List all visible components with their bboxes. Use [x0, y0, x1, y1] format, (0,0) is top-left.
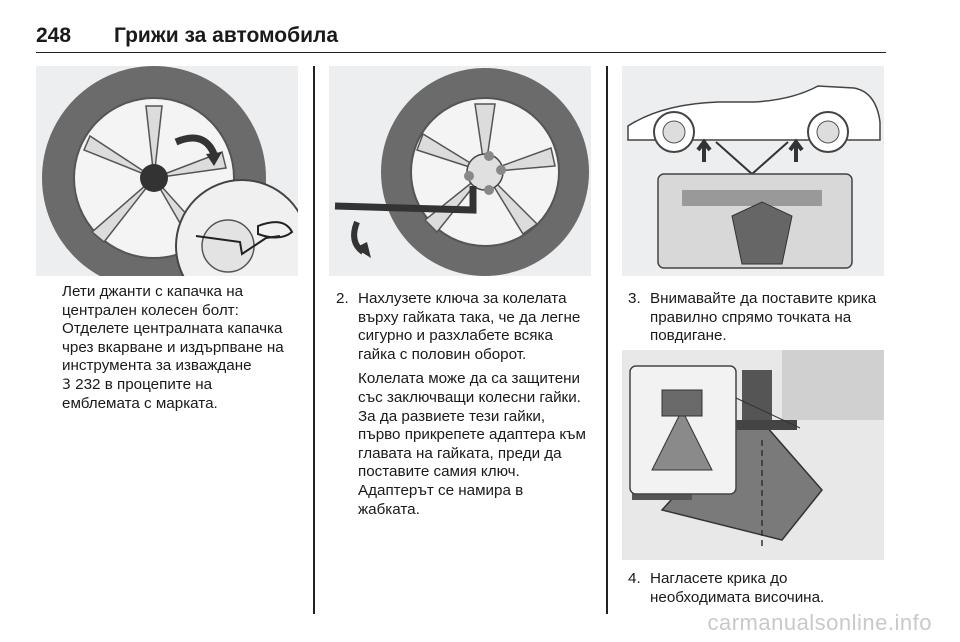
- column-divider: [606, 66, 608, 614]
- text-line: Колелата може да са защитени: [358, 370, 581, 388]
- text-line: главата на гайката, преди да: [358, 444, 562, 462]
- page-number: 248: [36, 24, 72, 47]
- text-line: повдигане.: [650, 327, 727, 345]
- cross-reference-line: 3 232 в процепите на: [62, 376, 302, 395]
- text-line: Внимавайте да поставите крика: [650, 290, 877, 307]
- text-line: правилно спрямо точката на: [650, 308, 852, 326]
- step-2: 2. Нахлузете ключа за колелата върху гай…: [336, 290, 598, 364]
- text-line: гайка с половин оборот.: [358, 345, 527, 363]
- text-line: Адаптерът се намира в: [358, 481, 524, 499]
- text-line: инструмента за изваждане: [62, 357, 252, 375]
- text-line: Лети джанти с капачка на: [62, 283, 244, 300]
- text-line: жабката.: [358, 500, 420, 518]
- text-line: емблемата с марката.: [62, 394, 218, 412]
- text-line: чрез вкарване и издърпване на: [62, 338, 284, 356]
- wheel-wrench-illustration: [329, 66, 591, 276]
- locking-nut-note: Колелата може да са защитени със заключв…: [336, 370, 598, 519]
- text-line: Отделете централната капачка: [62, 320, 283, 338]
- reference-text: 232 в процепите на: [75, 375, 213, 393]
- column-divider: [313, 66, 315, 614]
- step-number: 3.: [628, 290, 641, 307]
- jack-positioning-illustration: [622, 350, 884, 560]
- text-line: необходимата височина.: [650, 588, 825, 606]
- text-line: За да развиете тези гайки,: [358, 407, 546, 425]
- text-line: върху гайката така, че да легне: [358, 308, 581, 326]
- text-line: Нахлузете ключа за колелата: [358, 290, 567, 307]
- wheel-cap-instructions: Лети джанти с капачка на централен колес…: [62, 283, 302, 413]
- text-line: поставите самия ключ.: [358, 463, 520, 481]
- step-4: 4. Нагласете крика до необходимата височ…: [628, 570, 890, 607]
- step-number: 4.: [628, 570, 641, 587]
- text-line: централен колесен болт:: [62, 301, 239, 319]
- step-2-instructions: 2. Нахлузете ключа за колелата върху гай…: [336, 290, 598, 519]
- wheel-cap-illustration: [36, 66, 298, 276]
- page-reference-icon: 3: [62, 376, 71, 393]
- step-4-instructions: 4. Нагласете крика до необходимата височ…: [628, 570, 890, 607]
- car-jacking-points-illustration: [622, 66, 884, 276]
- page-title: Грижи за автомобила: [114, 24, 339, 47]
- step-3: 3. Внимавайте да поставите крика правилн…: [628, 290, 890, 346]
- page-header: 248 Грижи за автомобила: [36, 22, 886, 53]
- step-3-instructions: 3. Внимавайте да поставите крика правилн…: [628, 290, 890, 346]
- text-line: първо прикрепете адаптера към: [358, 426, 586, 444]
- text-line: със заключващи колесни гайки.: [358, 388, 581, 406]
- text-line: сигурно и разхлабете всяка: [358, 327, 553, 345]
- step-number: 2.: [336, 290, 349, 307]
- watermark: carmanualsonline.info: [707, 610, 932, 635]
- text-line: Нагласете крика до: [650, 570, 788, 587]
